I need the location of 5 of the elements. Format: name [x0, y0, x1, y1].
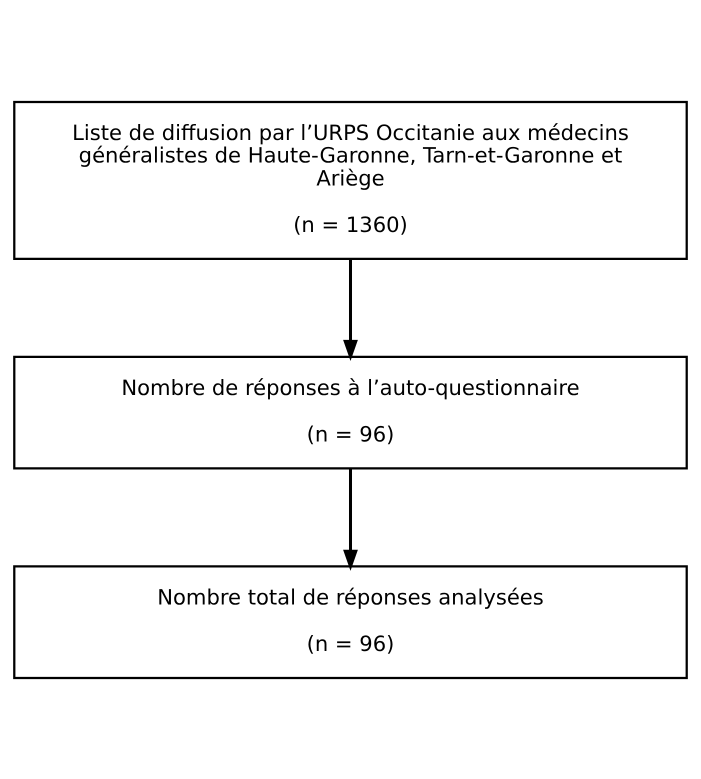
node-box: Liste de diffusion par l’URPS Occitanie aux médecins généralistes de Haute-Garonne, Tarn-et-Garonne et Ariège (n = 1360): [13, 100, 688, 260]
arrow: [343, 258, 358, 360]
node-box: Nombre de réponses à l’auto-questionnaire (n = 96): [13, 355, 688, 470]
node-box: Nombre total de réponses analysées (n = 96): [13, 564, 688, 679]
arrow: [343, 468, 358, 570]
